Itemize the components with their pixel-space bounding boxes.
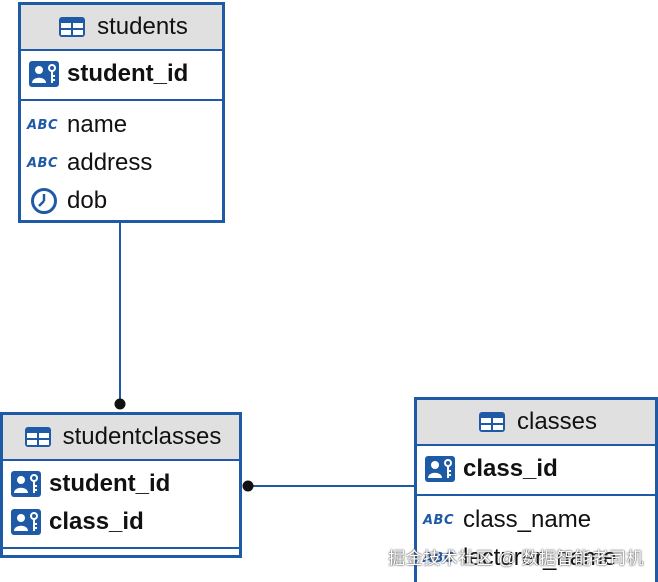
column-row[interactable]: ABC name (21, 106, 222, 144)
text-type-icon: ABC (423, 550, 455, 566)
key-column-icon (27, 59, 61, 89)
entity-header[interactable]: studentclasses (3, 415, 239, 461)
key-column-icon (423, 454, 457, 484)
column-row[interactable]: ABC address (21, 144, 222, 182)
column-row[interactable]: ABC lecturer_name (417, 539, 655, 577)
table-icon (21, 422, 55, 452)
column-name: name (67, 111, 128, 138)
studentclasses-classes-endpoint (242, 480, 254, 492)
key-column-icon (9, 469, 43, 499)
primary-key-section: student_id (21, 51, 222, 101)
entity-students[interactable]: students student_id ABC name ABC address… (18, 2, 225, 223)
key-column-icon (9, 507, 43, 537)
column-name: lecturer_name (463, 544, 617, 571)
entity-title: studentclasses (62, 423, 222, 450)
column-row[interactable]: class_id (3, 503, 239, 541)
entity-classes[interactable]: classes class_id ABC class_name ABC lect… (414, 397, 658, 582)
studentclasses-students-endpoint (114, 398, 126, 410)
watermark-text: 掘金技术社区 @ 数据智能老司机 (388, 549, 644, 568)
column-name: class_name (463, 506, 592, 533)
columns-section: ABC name ABC address dob (21, 101, 222, 220)
columns-section: ABC class_name ABC lecturer_name (417, 496, 655, 577)
column-name: dob (67, 187, 108, 214)
primary-key-section: class_id (417, 446, 655, 496)
column-name: address (67, 149, 153, 176)
entity-header[interactable]: classes (417, 400, 655, 446)
entity-header[interactable]: students (21, 5, 222, 51)
entity-studentclasses[interactable]: studentclasses student_id class_id (0, 412, 242, 558)
text-type-icon: ABC (27, 117, 59, 133)
column-row[interactable]: class_id (417, 450, 655, 488)
column-name: class_id (463, 455, 558, 482)
column-name: class_id (49, 508, 144, 535)
column-row[interactable]: student_id (3, 465, 239, 503)
primary-key-section: student_id class_id (3, 461, 239, 549)
column-row[interactable]: student_id (21, 55, 222, 93)
clock-icon (27, 186, 61, 216)
column-name: student_id (67, 60, 189, 87)
entity-title: classes (516, 408, 598, 435)
text-type-icon: ABC (423, 512, 455, 528)
table-icon (475, 407, 509, 437)
table-icon (55, 12, 89, 42)
column-row[interactable]: ABC class_name (417, 501, 655, 539)
column-row[interactable]: dob (21, 182, 222, 220)
column-name: student_id (49, 470, 171, 497)
entity-title: students (97, 13, 188, 40)
text-type-icon: ABC (27, 155, 59, 171)
